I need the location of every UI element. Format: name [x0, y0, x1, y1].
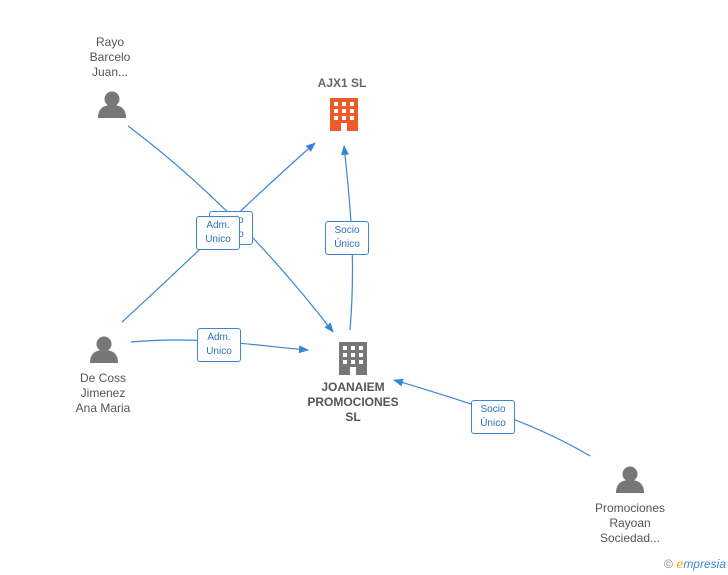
- edge-label-joanaiem-ajx1[interactable]: Socio Único: [325, 221, 369, 255]
- node-label-line: Sociedad...: [599, 531, 661, 545]
- node-label-line: JOANAIEM: [321, 380, 385, 394]
- node-label-joanaiem[interactable]: JOANAIEM PROMOCIONES SL: [298, 380, 408, 425]
- edge-label-rayoan-joanaiem[interactable]: Socio Único: [471, 400, 515, 434]
- node-label-line: PROMOCIONES: [307, 395, 399, 409]
- edge-label-line: Único: [480, 418, 506, 429]
- node-label-line: Ana Maria: [75, 401, 131, 415]
- edge-label-line: Unico: [205, 234, 231, 245]
- brand-logo-e: e: [676, 557, 684, 571]
- brand-logo-text: mpresia: [683, 557, 726, 571]
- node-label-ajx1[interactable]: AJX1 SL: [300, 76, 384, 91]
- edge-label-line: Adm.: [206, 220, 230, 231]
- edge-label-decoss-ajx1[interactable]: Adm. Unico: [196, 216, 240, 250]
- edge-label-decoss-joanaiem[interactable]: Adm. Unico: [197, 328, 241, 362]
- node-label-rayo[interactable]: Rayo Barcelo Juan...: [72, 35, 148, 80]
- node-label-line: Juan...: [91, 65, 129, 79]
- node-label-line: Rayoan: [609, 516, 651, 530]
- node-label-line: Jimenez: [80, 386, 126, 400]
- node-label-rayoan[interactable]: Promociones Rayoan Sociedad...: [578, 501, 682, 546]
- node-label-line: Barcelo: [89, 50, 131, 64]
- node-label-decoss[interactable]: De Coss Jimenez Ana Maria: [58, 371, 148, 416]
- edge-label-line: Unico: [206, 346, 232, 357]
- edge-label-line: Único: [334, 239, 360, 250]
- node-label-line: SL: [345, 410, 361, 424]
- ajx1-building-icon[interactable]: [330, 98, 358, 131]
- copyright-symbol: ©: [664, 557, 673, 571]
- edge-label-line: Adm.: [207, 332, 231, 343]
- node-label-line: Rayo: [95, 35, 124, 49]
- empresia-watermark: © empresia: [664, 557, 726, 571]
- edge-label-line: Socio: [480, 404, 506, 415]
- rayo-person-icon[interactable]: [98, 91, 126, 119]
- node-label-line: De Coss: [79, 371, 126, 385]
- joanaiem-building-icon[interactable]: [339, 342, 367, 375]
- node-label-line: AJX1 SL: [317, 76, 367, 90]
- edge-label-line: Socio: [334, 225, 360, 236]
- rayoan-person-icon[interactable]: [616, 466, 644, 494]
- decoss-person-icon[interactable]: [90, 336, 118, 364]
- node-label-line: Promociones: [594, 501, 666, 515]
